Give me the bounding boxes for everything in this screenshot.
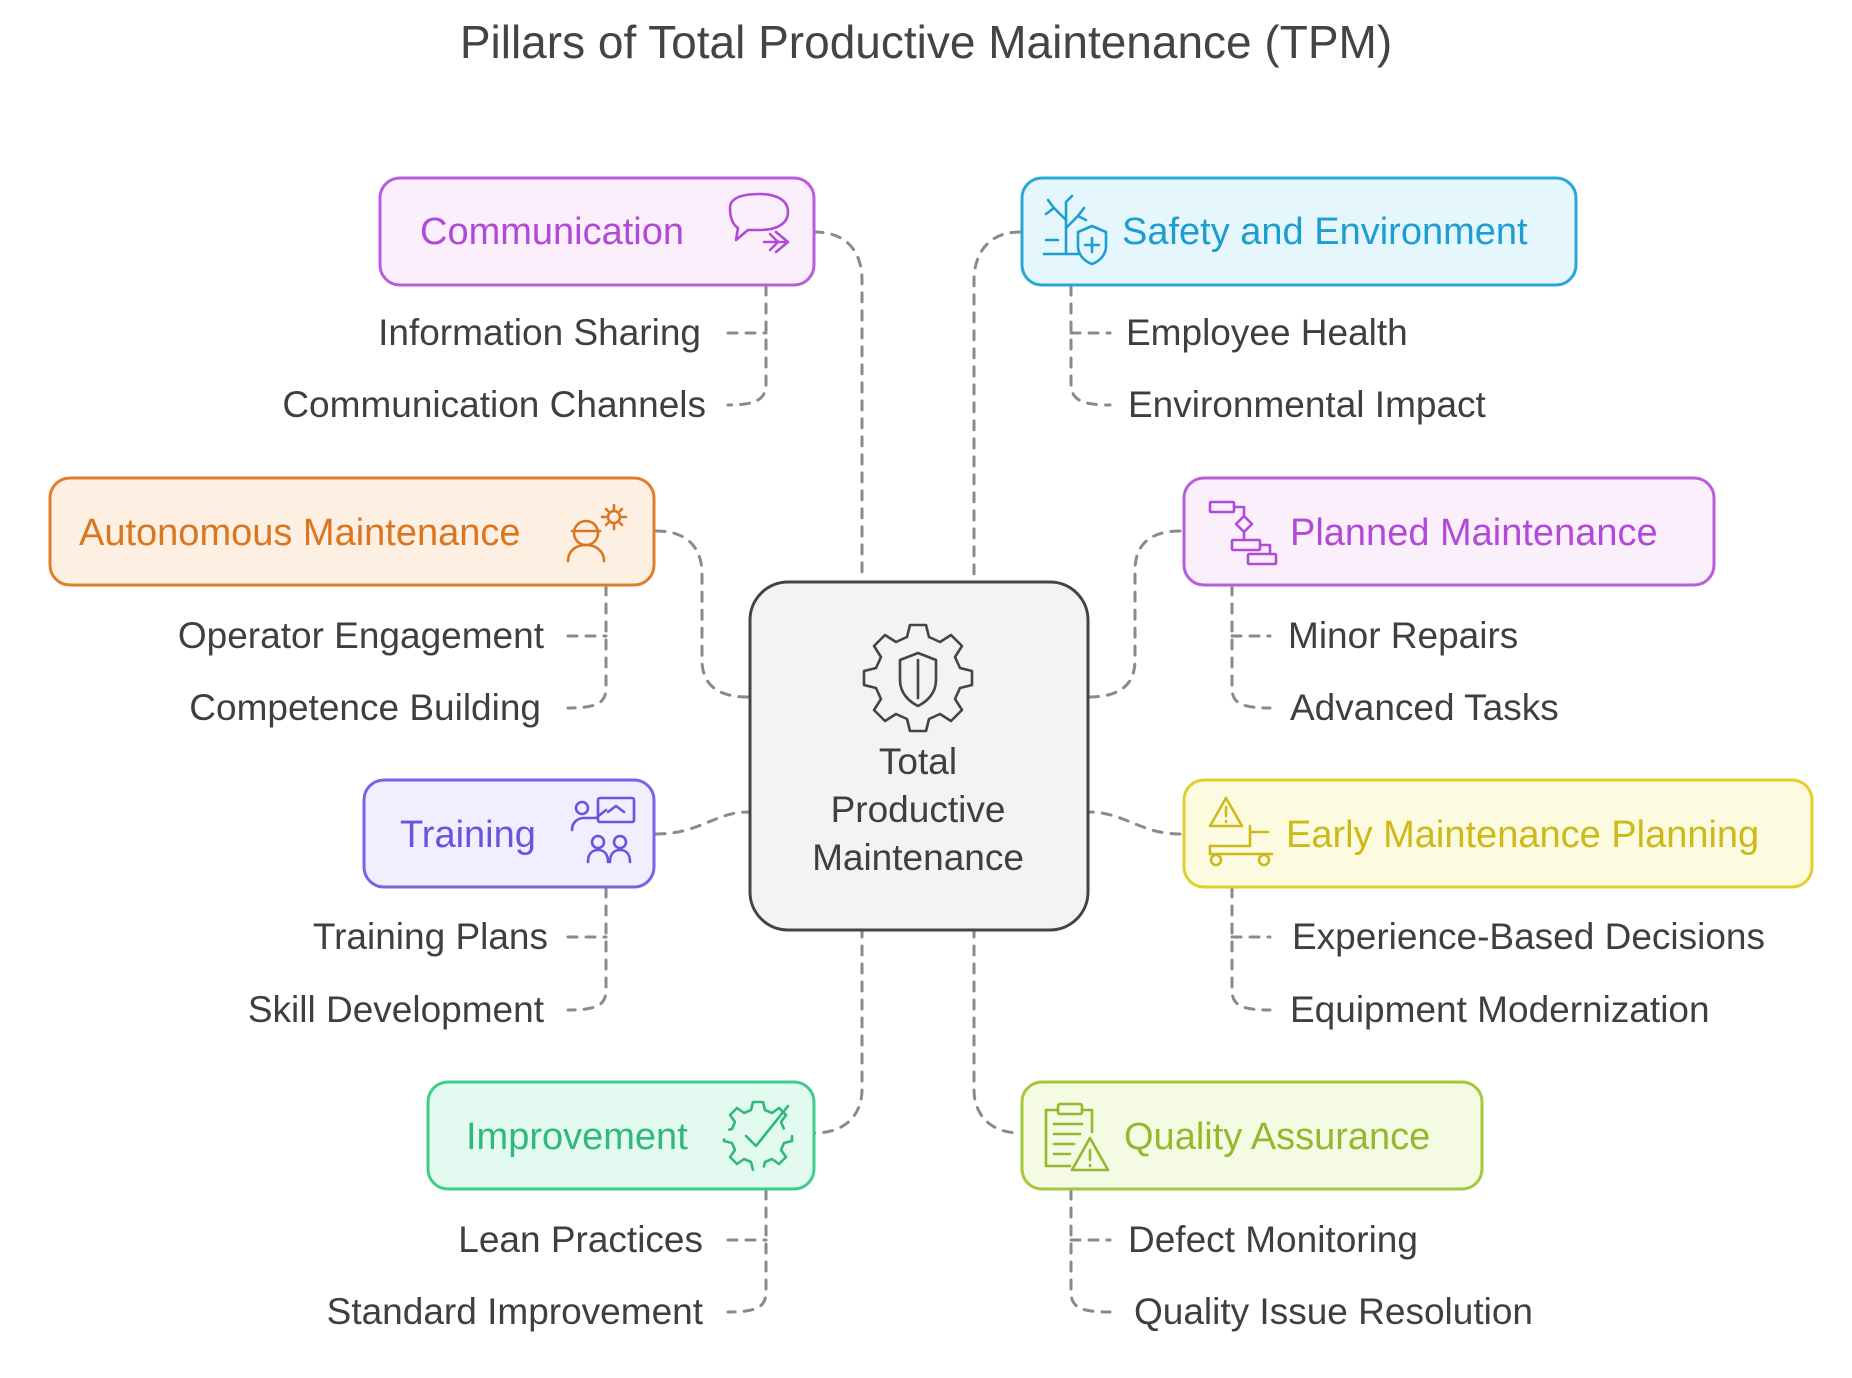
connector-early-items bbox=[1230, 886, 1272, 1012]
quality-item-1: Defect Monitoring bbox=[1128, 1219, 1418, 1260]
pillar-improvement-label: Improvement bbox=[466, 1116, 688, 1158]
pillar-communication-label: Communication bbox=[420, 211, 684, 253]
pillar-safety-label: Safety and Environment bbox=[1122, 211, 1528, 253]
connector-planned-items bbox=[1230, 584, 1272, 710]
pillar-early-label: Early Maintenance Planning bbox=[1286, 814, 1759, 856]
pillar-autonomous-box bbox=[48, 476, 656, 587]
connector-safety bbox=[972, 230, 1022, 582]
connector-improvement bbox=[812, 926, 864, 1135]
pillar-quality-box bbox=[1020, 1080, 1484, 1191]
center-label-line2: Productive bbox=[831, 789, 1006, 830]
pillar-planned-label: Planned Maintenance bbox=[1290, 512, 1658, 554]
pillar-autonomous: Autonomous Maintenance Operator Engageme… bbox=[48, 476, 656, 728]
warning-cart-icon bbox=[1208, 796, 1274, 867]
connector-planned bbox=[1086, 529, 1182, 699]
connector-communication bbox=[812, 230, 864, 582]
speech-bubbles-icon bbox=[728, 192, 790, 254]
connector-autonomous bbox=[654, 529, 750, 699]
connector-autonomous-items bbox=[566, 584, 608, 710]
connector-improvement-items bbox=[726, 1188, 768, 1314]
quality-item-2: Quality Issue Resolution bbox=[1134, 1291, 1533, 1332]
gear-check-icon bbox=[722, 1100, 794, 1172]
early-item-1: Experience-Based Decisions bbox=[1292, 916, 1765, 957]
pillar-planned-box bbox=[1182, 476, 1716, 587]
center-box bbox=[748, 580, 1090, 932]
classroom-icon bbox=[570, 796, 636, 864]
autonomous-item-2: Competence Building bbox=[189, 687, 541, 728]
pillar-planned: Planned Maintenance Minor Repairs Advanc… bbox=[1182, 476, 1716, 728]
planned-item-2: Advanced Tasks bbox=[1290, 687, 1559, 728]
pillar-autonomous-label: Autonomous Maintenance bbox=[79, 512, 521, 554]
clipboard-warning-icon bbox=[1044, 1102, 1110, 1172]
center-label-line3: Maintenance bbox=[812, 837, 1024, 878]
pillar-communication-box bbox=[378, 176, 816, 287]
improvement-item-1: Lean Practices bbox=[458, 1219, 703, 1260]
pillar-training: Training Training Plans Skill Developmen… bbox=[248, 778, 656, 1030]
connectors bbox=[566, 230, 1272, 1314]
connector-training-items bbox=[566, 886, 608, 1012]
improvement-item-2: Standard Improvement bbox=[327, 1291, 704, 1332]
training-item-2: Skill Development bbox=[248, 989, 545, 1030]
connector-quality bbox=[972, 926, 1022, 1135]
diagram-title: Pillars of Total Productive Maintenance … bbox=[460, 16, 1392, 68]
autonomous-item-1: Operator Engagement bbox=[178, 615, 545, 656]
pillar-training-label: Training bbox=[400, 814, 536, 856]
pillar-early-box bbox=[1182, 778, 1814, 889]
connector-safety-items bbox=[1069, 284, 1112, 407]
pillar-safety-box bbox=[1020, 176, 1578, 287]
tree-shield-icon bbox=[1042, 194, 1108, 266]
pillar-quality: Quality Assurance Defect Monitoring Qual… bbox=[1020, 1080, 1533, 1332]
pillar-improvement: Improvement Lean Practices Standard Impr… bbox=[327, 1080, 816, 1332]
operator-gear-icon bbox=[566, 503, 628, 563]
center-label-line1: Total bbox=[879, 741, 957, 782]
safety-item-2: Environmental Impact bbox=[1128, 384, 1487, 425]
communication-item-2: Communication Channels bbox=[282, 384, 706, 425]
pillar-communication: Communication Information Sharing Commun… bbox=[282, 176, 816, 425]
pillar-quality-label: Quality Assurance bbox=[1124, 1116, 1430, 1158]
gear-shield-icon bbox=[862, 623, 974, 733]
schedule-steps-icon bbox=[1208, 500, 1278, 566]
pillar-safety: Safety and Environment Employee Health E… bbox=[1020, 176, 1578, 425]
early-item-2: Equipment Modernization bbox=[1290, 989, 1710, 1030]
pillar-early: Early Maintenance Planning Experience-Ba… bbox=[1182, 778, 1814, 1030]
connector-quality-items bbox=[1069, 1188, 1112, 1314]
communication-item-1: Information Sharing bbox=[378, 312, 701, 353]
pillar-improvement-box bbox=[426, 1080, 816, 1191]
training-item-1: Training Plans bbox=[313, 916, 548, 957]
center-node: Total Productive Maintenance bbox=[748, 580, 1090, 932]
connector-early bbox=[1086, 810, 1182, 836]
pillar-training-box bbox=[362, 778, 656, 889]
connector-training bbox=[654, 810, 750, 836]
planned-item-1: Minor Repairs bbox=[1288, 615, 1518, 656]
connector-communication-items bbox=[726, 284, 768, 407]
safety-item-1: Employee Health bbox=[1126, 312, 1408, 353]
